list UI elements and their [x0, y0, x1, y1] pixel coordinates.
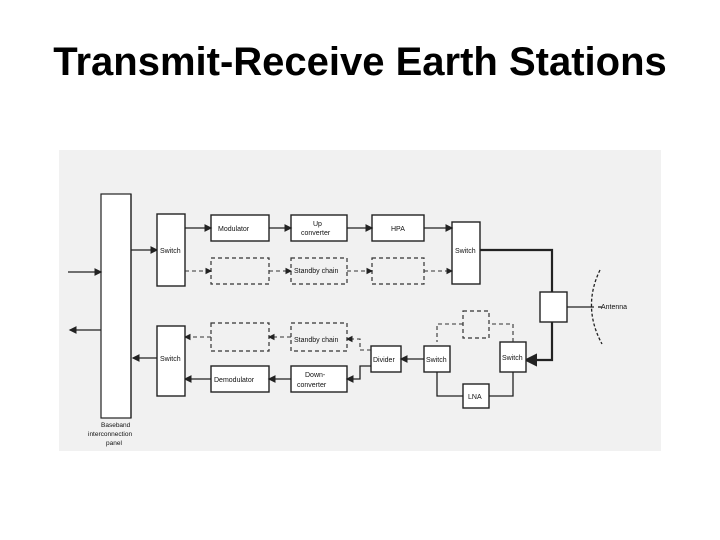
down-converter-label-2: converter — [297, 382, 327, 389]
standby-rx-block-1 — [210, 322, 270, 352]
rx-output-switch-block — [156, 325, 186, 397]
tx-output-switch-block — [451, 221, 481, 285]
lna-label: LNA — [468, 394, 482, 401]
down-converter-label-1: Down- — [305, 372, 326, 379]
diplexer-block — [539, 291, 568, 323]
standby-rx-label: Standby chain — [294, 337, 338, 344]
demodulator-label: Demodulator — [214, 377, 255, 384]
slide-title: Transmit-Receive Earth Stations — [53, 40, 667, 84]
rx-switch-label: Switch — [426, 357, 447, 364]
standby-tx-label: Standby chain — [294, 268, 338, 275]
antenna-dish — [590, 269, 603, 345]
baseband-label-2: interconnection — [88, 431, 132, 438]
up-converter-label-2: converter — [301, 230, 331, 237]
antenna-label: Antenna — [601, 304, 627, 311]
baseband-label-3: panel — [106, 440, 122, 447]
tx-output-switch-label: Switch — [455, 248, 476, 255]
standby-lna-block — [462, 310, 490, 339]
rx-switch-block — [423, 345, 451, 373]
up-converter-block — [290, 214, 348, 242]
tx-switch-block — [156, 213, 186, 287]
rx-output-switch-label: Switch — [160, 356, 181, 363]
baseband-panel-bar — [100, 193, 132, 419]
baseband-label-1: Baseband — [101, 422, 131, 429]
divider-label: Divider — [373, 357, 395, 364]
tx-switch-label: Switch — [160, 248, 181, 255]
up-converter-label-1: Up — [313, 221, 322, 228]
standby-tx-block-3 — [371, 257, 425, 285]
modulator-block — [210, 214, 270, 242]
standby-tx-block-1 — [210, 257, 270, 285]
rx-input-switch-label: Switch — [502, 355, 523, 362]
modulator-label: Modulator — [218, 226, 250, 233]
hpa-label: HPA — [391, 226, 405, 233]
